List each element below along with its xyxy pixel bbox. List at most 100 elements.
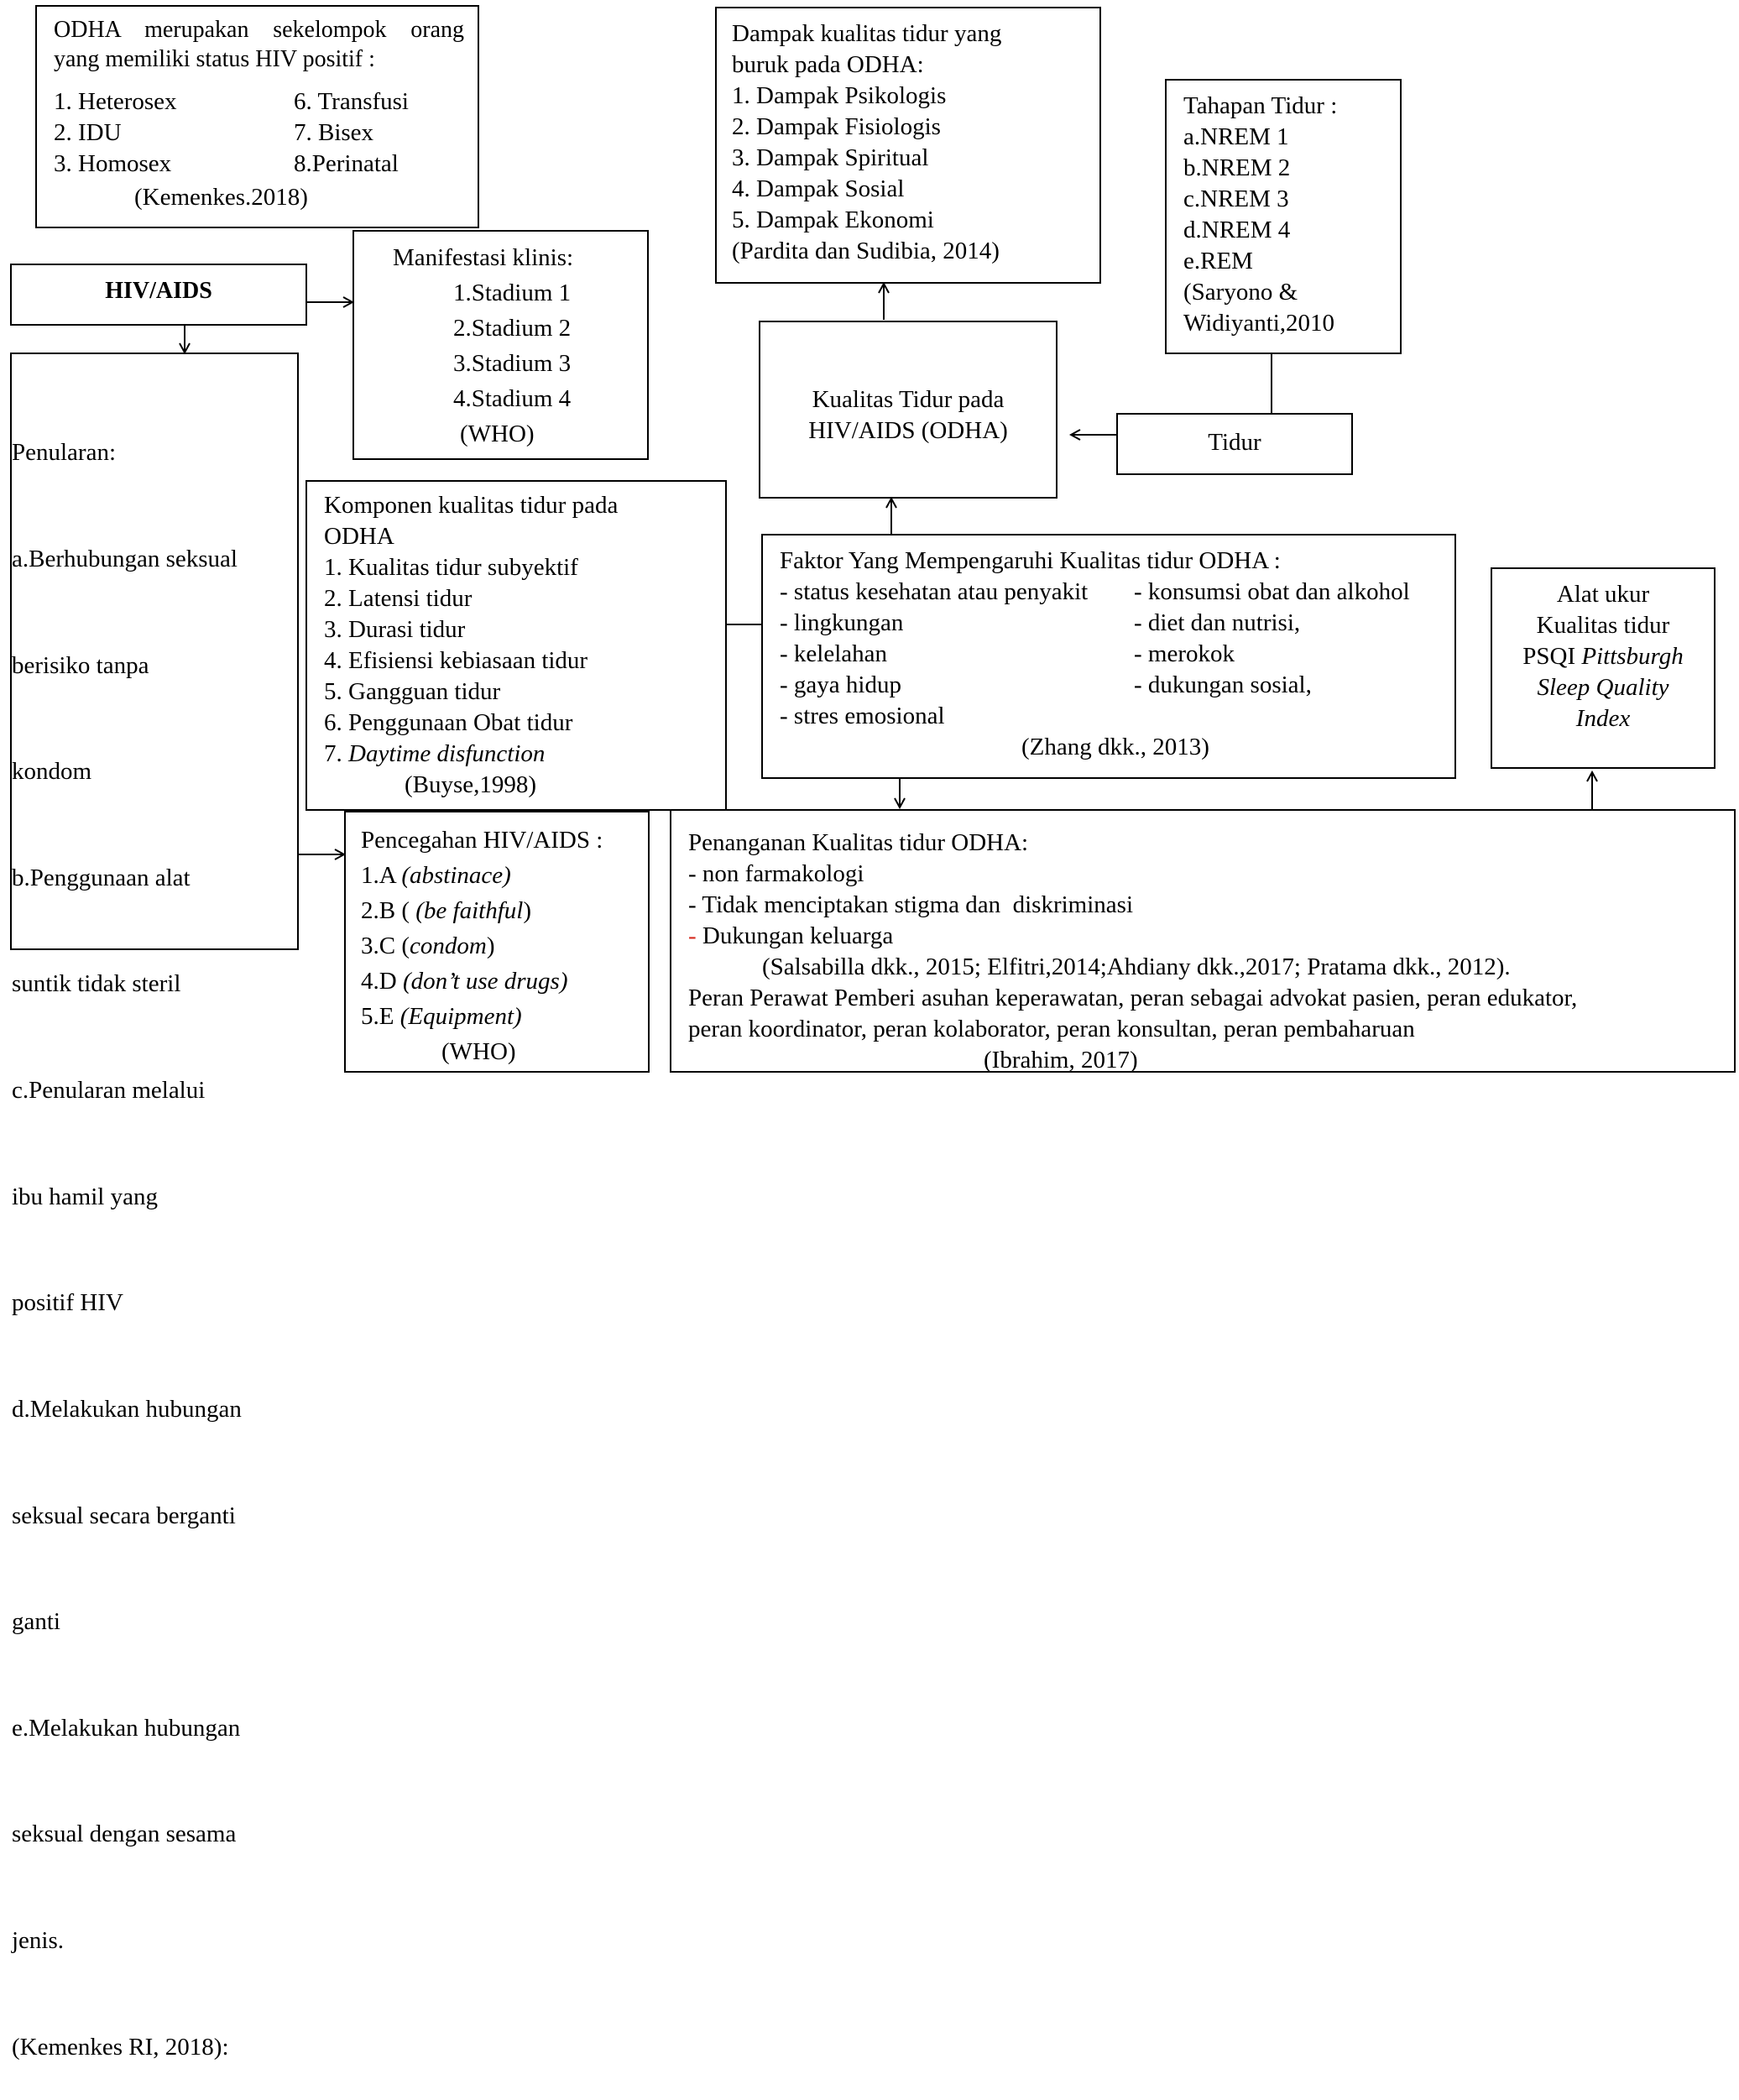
tahapan-item-4: d.NREM 4 — [1183, 217, 1291, 243]
odha-source: (Kemenkes.2018) — [134, 184, 308, 211]
penanganan-item-3-text: Dukungan keluarga — [696, 922, 894, 949]
penularan-line-6: suntik tidak steril — [12, 970, 181, 998]
penularan-line-4: kondom — [12, 758, 92, 786]
pencegahan-item-1-prefix: 1.A — [361, 862, 402, 889]
odha-group-3: 3. Homosex — [54, 150, 172, 177]
faktor-source: (Zhang dkk., 2013) — [1021, 734, 1209, 760]
tahapan-item-1: a.NREM 1 — [1183, 123, 1289, 150]
faktor-left-3: - kelelahan — [780, 640, 888, 667]
penanganan-peran-2: peran koordinator, peran kolaborator, pe… — [688, 1016, 1415, 1042]
alat-italic-line-1: Sleep Quality — [1537, 674, 1669, 701]
penularan-line-8: ibu hamil yang — [12, 1183, 158, 1210]
penularan-box: Penularan: a.Berhubungan seksual berisik… — [10, 353, 299, 2061]
pencegahan-item-5-prefix: 5.E — [361, 1003, 400, 1030]
dampak-item-5: 5. Dampak Ekonomi — [732, 206, 934, 233]
tahapan-item-2: b.NREM 2 — [1183, 154, 1291, 181]
penanganan-item-2: - Tidak menciptakan stigma dan diskrimin… — [688, 891, 1134, 918]
alat-psqi-prefix: PSQI — [1522, 643, 1582, 670]
penanganan-peran-1: Peran Perawat Pemberi asuhan keperawatan… — [688, 985, 1578, 1011]
komponen-box: Komponen kualitas tidur pada ODHA 1. Kua… — [306, 480, 727, 811]
komponen-item-6: 6. Penggunaan Obat tidur — [324, 709, 573, 736]
connector-layer — [0, 0, 1739, 1071]
pencegahan-item-1: 1.A (abstinace) — [361, 858, 648, 893]
penularan-line-2: a.Berhubungan seksual — [12, 546, 238, 573]
faktor-left-2: - lingkungan — [780, 609, 904, 636]
kualitas-tidur-box: Kualitas Tidur pada HIV/AIDS (ODHA) — [759, 321, 1058, 499]
odha-intro-line-2: yang memiliki status HIV positif : — [54, 46, 375, 72]
manifestasi-item-4: 4.Stadium 4 — [453, 385, 572, 412]
dampak-title-1: Dampak kualitas tidur yang — [732, 20, 1002, 47]
odha-group-2: 2. IDU — [54, 119, 122, 146]
tahapan-item-3: c.NREM 3 — [1183, 185, 1289, 212]
alat-ukur-box: Alat ukur Kualitas tidur PSQI Pittsburgh… — [1491, 567, 1716, 769]
penularan-line-11: seksual secara berganti — [12, 1502, 236, 1529]
alat-line-1: Alat ukur — [1556, 581, 1650, 608]
alat-line-2: Kualitas tidur — [1536, 612, 1670, 639]
penanganan-item-3-dash: - — [688, 922, 697, 949]
pencegahan-item-2-prefix: 2.B ( — [361, 897, 416, 924]
penularan-line-10: d.Melakukan hubungan — [12, 1395, 242, 1423]
penularan-line-15: jenis. — [12, 1926, 65, 1954]
komponen-title-1: Komponen kualitas tidur pada — [324, 492, 619, 519]
dampak-item-1: 1. Dampak Psikologis — [732, 82, 947, 109]
penularan-line-12: ganti — [12, 1608, 60, 1636]
manifestasi-source: (WHO) — [460, 421, 535, 447]
penanganan-item-3: - Dukungan keluarga — [688, 921, 1734, 952]
penularan-line-9: positif HIV — [12, 1289, 123, 1317]
dampak-item-4: 4. Dampak Sosial — [732, 175, 905, 202]
alat-psqi-line: PSQI Pittsburgh — [1492, 641, 1714, 672]
pencegahan-title: Pencegahan HIV/AIDS : — [361, 827, 603, 854]
penularan-source: (Kemenkes RI, 2018): — [12, 2033, 229, 2061]
komponen-item-1: 1. Kualitas tidur subyektif — [324, 554, 578, 581]
tahapan-source-2: Widiyanti,2010 — [1183, 310, 1335, 337]
penularan-line-5: b.Penggunaan alat — [12, 864, 191, 891]
dampak-title-2: buruk pada ODHA: — [732, 51, 924, 78]
pencegahan-box: Pencegahan HIV/AIDS : 1.A (abstinace) 2.… — [344, 811, 650, 1073]
komponen-item-2: 2. Latensi tidur — [324, 585, 473, 612]
dampak-item-2: 2. Dampak Fisiologis — [732, 113, 941, 140]
penularan-line-3: berisiko tanpa — [12, 651, 149, 679]
faktor-left-5: - stres emosional — [780, 703, 945, 729]
komponen-source: (Buyse,1998) — [405, 771, 537, 798]
hiv-aids-box: HIV/AIDS — [10, 264, 307, 326]
faktor-right-1: - konsumsi obat dan alkohol — [1134, 578, 1410, 605]
odha-definition-box: ODHA merupakan sekelompok orang yang mem… — [35, 5, 479, 228]
tahapan-source-1: (Saryono & — [1183, 279, 1298, 306]
pencegahan-item-4-prefix: 4.D — [361, 968, 403, 995]
komponen-title-2: ODHA — [324, 523, 394, 550]
faktor-title: Faktor Yang Mempengaruhi Kualitas tidur … — [780, 547, 1281, 574]
penanganan-source: (Ibrahim, 2017) — [984, 1047, 1138, 1074]
odha-group-1: 1. Heterosex — [54, 88, 177, 115]
penularan-line-7: c.Penularan melalui — [12, 1077, 206, 1105]
pencegahan-item-1-text: (abstinace) — [401, 862, 511, 889]
manifestasi-item-3: 3.Stadium 3 — [453, 350, 572, 377]
faktor-left-1: - status kesehatan atau penyakit — [780, 578, 1089, 605]
alat-italic-line-2: Index — [1575, 705, 1631, 732]
manifestasi-item-2: 2.Stadium 2 — [453, 315, 572, 342]
pencegahan-item-3-prefix: 3.C ( — [361, 932, 410, 959]
penularan-line-13: e.Melakukan hubungan — [12, 1714, 241, 1742]
pencegahan-item-3: 3.C (condom) — [361, 928, 648, 964]
faktor-right-4: - dukungan sosial, — [1134, 671, 1312, 698]
penanganan-title: Penanganan Kualitas tidur ODHA: — [688, 829, 1029, 856]
komponen-item-5: 5. Gangguan tidur — [324, 678, 501, 705]
komponen-item-4: 4. Efisiensi kebiasaan tidur — [324, 647, 588, 674]
pencegahan-item-2-text: (be faithful — [415, 897, 524, 924]
dampak-item-3: 3. Dampak Spiritual — [732, 144, 929, 171]
pencegahan-source: (WHO) — [441, 1038, 516, 1065]
pencegahan-item-3-suffix: ) — [486, 932, 495, 959]
faktor-right-2: - diet dan nutrisi, — [1134, 609, 1301, 636]
odha-group-8: 8.Perinatal — [294, 150, 399, 177]
tidur-label: Tidur — [1208, 429, 1261, 456]
penanganan-citation: (Salsabilla dkk., 2015; Elfitri,2014;Ahd… — [762, 953, 1511, 980]
penanganan-box: Penanganan Kualitas tidur ODHA: - non fa… — [670, 809, 1736, 1074]
tahapan-item-5: e.REM — [1183, 248, 1253, 274]
pencegahan-item-2-suffix: ) — [523, 897, 531, 924]
penanganan-item-1: - non farmakologi — [688, 860, 864, 887]
penularan-line-1: Penularan: — [12, 439, 117, 467]
odha-group-7: 7. Bisex — [294, 119, 374, 146]
dampak-source: (Pardita dan Sudibia, 2014) — [732, 238, 1000, 264]
alat-psqi-italic: Pittsburgh — [1581, 643, 1684, 670]
pencegahan-item-5: 5.E (Equipment) — [361, 999, 648, 1034]
odha-group-6: 6. Transfusi — [294, 88, 409, 115]
